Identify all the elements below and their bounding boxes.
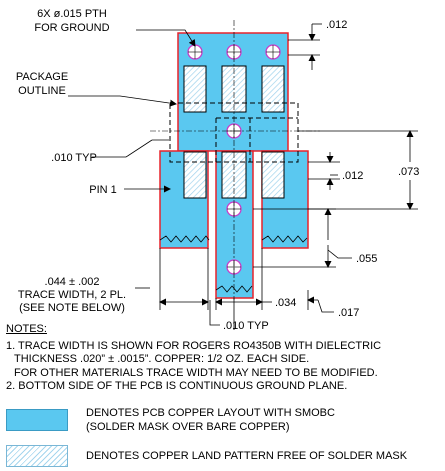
- ground-holes-callout: 6X ø.015 PTH: [37, 8, 107, 20]
- land-pad: [261, 65, 285, 113]
- trace-typ-left-callout: .010 TYP: [51, 152, 97, 164]
- leaders: [68, 29, 235, 330]
- notes-title: NOTES:: [6, 323, 47, 335]
- note-line: THICKNESS .020” ± .0015”. COPPER: 1/2 OZ…: [14, 353, 310, 365]
- dim-pad-small: .012: [342, 170, 363, 182]
- callout-labels: 6X ø.015 PTH FOR GROUND PACKAGE OUTLINE …: [16, 8, 420, 330]
- dim-bottom-gap: .034: [275, 297, 296, 309]
- trace-width-callout: .044 ± .002: [45, 276, 100, 288]
- legend-copper-text: DENOTES PCB COPPER LAYOUT WITH SMOBC: [86, 407, 335, 419]
- footprint-drawing: 6X ø.015 PTH FOR GROUND PACKAGE OUTLINE …: [16, 8, 420, 330]
- trace-width-callout: TRACE WIDTH, 2 PL.: [18, 289, 126, 301]
- package-outline-callout: PACKAGE: [16, 71, 68, 83]
- legend-land: DENOTES COPPER LAND PATTERN FREE OF SOLD…: [6, 445, 442, 469]
- ground-holes-callout: FOR GROUND: [34, 22, 109, 34]
- copper-swatch-icon: [6, 409, 68, 431]
- package-outline-callout: OUTLINE: [18, 85, 66, 97]
- pin1-callout: PIN 1: [89, 184, 117, 196]
- center-lines: [150, 20, 320, 300]
- dim-top-right: .012: [326, 19, 347, 31]
- land-pad: [183, 65, 207, 113]
- dim-center-trace: .055: [356, 253, 377, 265]
- break-mark-left: [159, 235, 210, 243]
- dim-bottom-right: .017: [338, 307, 359, 319]
- dim-pad-tall: .073: [398, 166, 419, 178]
- land-pad: [261, 151, 285, 199]
- note-line: 1. TRACE WIDTH IS SHOWN FOR ROGERS RO435…: [6, 339, 382, 352]
- notes-block: NOTES: 1. TRACE WIDTH IS SHOWN FOR ROGER…: [6, 323, 442, 467]
- trace-typ-bottom-callout: .010 TYP: [223, 320, 269, 330]
- break-mark-center: [215, 285, 253, 293]
- land-pad: [183, 151, 207, 199]
- legend-copper: DENOTES PCB COPPER LAYOUT WITH SMOBC (SO…: [6, 407, 442, 437]
- note-line: FOR OTHER MATERIALS TRACE WIDTH MAY NEED…: [14, 366, 378, 379]
- land-pattern-swatch-icon: [6, 445, 68, 467]
- legend-land-text: DENOTES COPPER LAND PATTERN FREE OF SOLD…: [86, 450, 408, 462]
- trace-width-callout: (SEE NOTE BELOW): [19, 302, 125, 314]
- note-line: 2. BOTTOM SIDE OF THE PCB IS CONTINUOUS …: [6, 380, 348, 392]
- dimension-lines: [135, 23, 418, 326]
- legend-copper-text: (SOLDER MASK OVER BARE COPPER): [86, 421, 290, 433]
- break-mark-right: [261, 235, 308, 243]
